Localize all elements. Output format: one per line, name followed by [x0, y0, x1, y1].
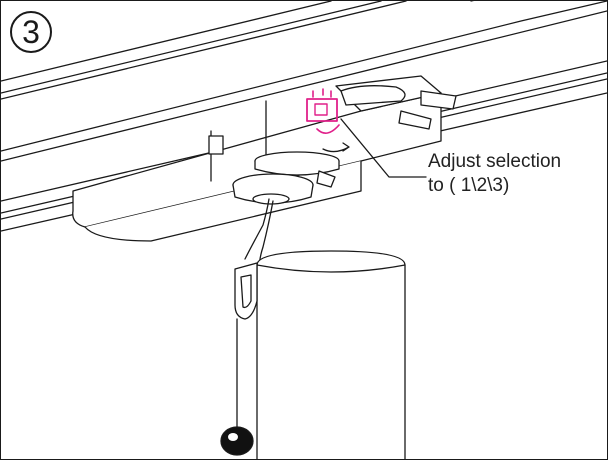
- rotate-arrow-icon: [322, 142, 350, 153]
- callout-leader-line: [340, 118, 427, 178]
- step-number-badge: 3: [10, 11, 52, 53]
- callout-line-1: Adjust selection: [428, 151, 562, 172]
- callout-line-2: to ( 1\2\3): [428, 175, 510, 196]
- pull-knob: [220, 426, 254, 456]
- luminaire-body: [256, 250, 406, 459]
- side-clip: [234, 262, 258, 320]
- step-number: 3: [22, 14, 40, 50]
- adjust-callout: Adjust selection to ( 1\2\3): [428, 150, 562, 198]
- canopy: [232, 151, 340, 205]
- selector-switch-icon: [306, 88, 340, 134]
